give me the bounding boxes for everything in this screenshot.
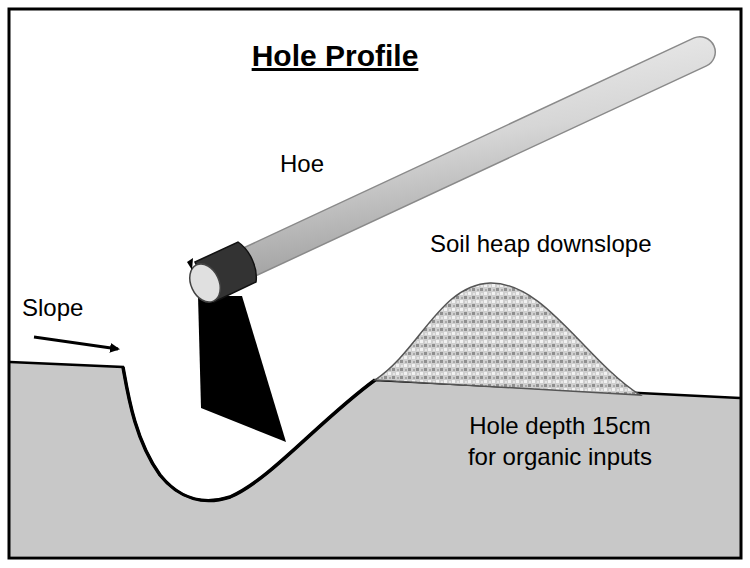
slope-label: Slope: [22, 292, 83, 323]
hoe-label: Hoe: [280, 148, 324, 179]
hoe-collar-end: [184, 259, 226, 307]
diagram-title: Hole Profile: [252, 36, 419, 75]
frame: [9, 9, 741, 558]
hoe-tip-mark: [187, 258, 193, 270]
slope-arrow: [34, 337, 118, 349]
hoe-handle-outline: [215, 52, 700, 278]
hole-depth-label: Hole depth 15cm for organic inputs: [423, 410, 698, 472]
hoe-handle: [215, 52, 700, 278]
soil-heap-label: Soil heap downslope: [430, 228, 652, 259]
ground-surface-line: [10, 362, 740, 501]
hoe-blade: [198, 296, 286, 442]
soil-heap: [375, 283, 640, 395]
